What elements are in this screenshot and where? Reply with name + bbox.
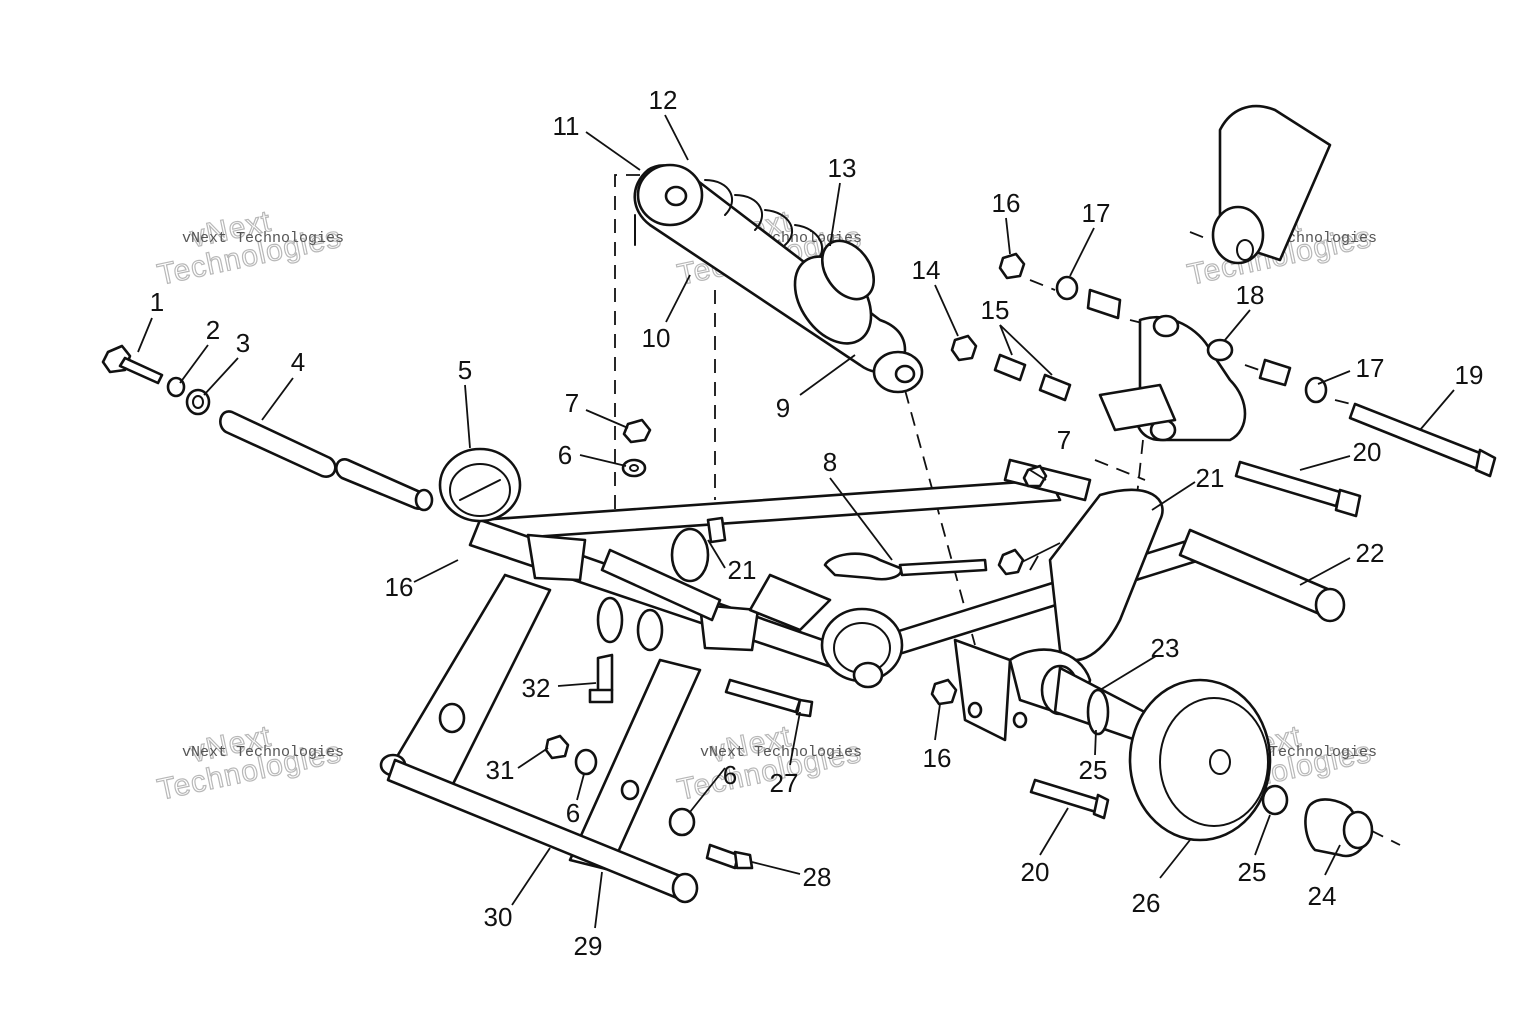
center-hardware (621, 418, 1048, 544)
callout-16: 16 (923, 743, 952, 773)
main-frame (438, 447, 1346, 689)
callout-21: 21 (728, 555, 757, 585)
callout-labels: 1 2 3 4 5 6 7 8 9 10 11 12 13 14 15 16 1… (150, 85, 1484, 961)
callout-14: 14 (912, 255, 941, 285)
callout-24: 24 (1308, 881, 1337, 911)
callout-26: 26 (1132, 888, 1161, 918)
callout-25: 25 (1238, 857, 1267, 887)
callout-7: 7 (1057, 425, 1071, 455)
callout-7: 7 (565, 388, 579, 418)
callout-22: 22 (1356, 538, 1385, 568)
shock-absorber (633, 163, 924, 394)
leader-lines (137, 114, 1455, 929)
lower-arm-assembly (379, 573, 814, 904)
callout-6: 6 (723, 760, 737, 790)
callout-20: 20 (1353, 437, 1382, 467)
watermark-small: vNext Technologies (182, 744, 344, 761)
callout-32: 32 (522, 673, 551, 703)
callout-16: 16 (992, 188, 1021, 218)
callout-28: 28 (803, 862, 832, 892)
callout-3: 3 (236, 328, 250, 358)
eyebolt (823, 548, 1025, 581)
callout-19: 19 (1455, 360, 1484, 390)
left-shaft-hardware (101, 344, 434, 512)
callout-21: 21 (1196, 463, 1225, 493)
callout-31: 31 (486, 755, 515, 785)
callout-4: 4 (291, 347, 305, 377)
callout-25: 25 (1079, 755, 1108, 785)
callout-6: 6 (566, 798, 580, 828)
callout-23: 23 (1151, 633, 1180, 663)
callout-27: 27 (770, 768, 799, 798)
right-bracket-assembly (950, 104, 1497, 518)
callout-29: 29 (574, 931, 603, 961)
callout-15: 15 (981, 295, 1010, 325)
callout-18: 18 (1236, 280, 1265, 310)
callout-5: 5 (458, 355, 472, 385)
callout-2: 2 (206, 315, 220, 345)
idler-wheel-assembly (930, 638, 1374, 858)
callout-6: 6 (558, 440, 572, 470)
callout-1: 1 (150, 287, 164, 317)
callout-30: 30 (484, 902, 513, 932)
callout-9: 9 (776, 393, 790, 423)
watermark-small: vNext Technologies (700, 744, 862, 761)
callout-10: 10 (642, 323, 671, 353)
callout-16: 16 (385, 572, 414, 602)
callout-13: 13 (828, 153, 857, 183)
callout-8: 8 (823, 447, 837, 477)
callout-17: 17 (1082, 198, 1111, 228)
callout-20: 20 (1021, 857, 1050, 887)
callout-17: 17 (1356, 353, 1385, 383)
callout-12: 12 (649, 85, 678, 115)
watermark-small: vNext Technologies (182, 230, 344, 247)
callout-11: 11 (553, 111, 580, 141)
